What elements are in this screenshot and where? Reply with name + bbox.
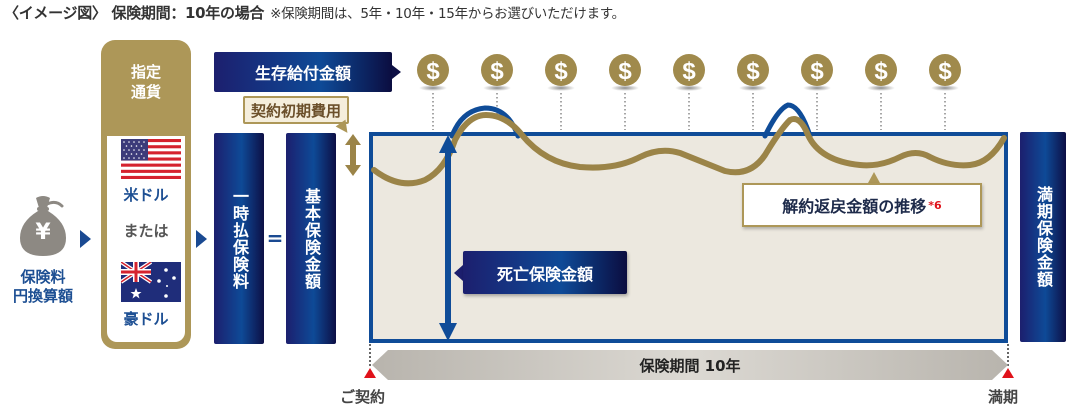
yen-symbol: ¥ bbox=[35, 220, 51, 245]
survival-benefit-label: 生存給付金額 bbox=[254, 64, 351, 83]
contract-start-marker-icon bbox=[364, 368, 376, 378]
lump-sum-premium-column: 一時払保険料 bbox=[214, 133, 264, 344]
maturity-label: 満期 bbox=[988, 388, 1019, 406]
svg-text:$: $ bbox=[810, 58, 824, 85]
death-benefit-box: 死亡保険金額 bbox=[463, 251, 627, 294]
lump-sum-premium-label: 一時払保険料 bbox=[230, 187, 249, 290]
contract-start-label: ご契約 bbox=[340, 388, 386, 406]
svg-text:$: $ bbox=[490, 58, 504, 85]
svg-text:$: $ bbox=[554, 58, 568, 85]
australia-flag-icon bbox=[119, 260, 181, 302]
svg-text:$: $ bbox=[426, 58, 440, 85]
coverage-chart-area bbox=[369, 132, 1008, 343]
banner-pointer-icon bbox=[392, 65, 401, 79]
callout-pointer-icon bbox=[868, 172, 880, 183]
svg-text:$: $ bbox=[618, 58, 632, 85]
svg-text:$: $ bbox=[938, 58, 952, 85]
designated-currency-panel: 指定 通貨 米ドル ま bbox=[101, 40, 191, 349]
diagram-caption: 〈イメージ図〉 保険期間：10年の場合 ※保険期間は、5年・10年・15年からお選… bbox=[4, 2, 625, 23]
coin-row: $ $ $ $ $ $ $ $ $ bbox=[0, 0, 1071, 140]
currency-header-line2: 通貨 bbox=[130, 83, 161, 101]
surrender-value-callout: 解約返戻金額の推移*6 bbox=[742, 183, 982, 227]
currency-panel-header: 指定 通貨 bbox=[101, 62, 191, 102]
survival-benefit-banner: 生存給付金額 bbox=[214, 52, 392, 92]
initial-cost-callout: 契約初期費用 bbox=[243, 96, 349, 124]
equals-sign: = bbox=[266, 226, 284, 250]
premium-label-line1: 保険料 bbox=[20, 268, 66, 286]
insurance-period-label: 保険期間 10年 bbox=[639, 356, 741, 375]
svg-text:$: $ bbox=[874, 58, 888, 85]
death-benefit-callout: 死亡保険金額 bbox=[454, 251, 627, 294]
us-flag-icon bbox=[121, 139, 181, 179]
initial-cost-label: 契約初期費用 bbox=[250, 101, 341, 120]
surrender-value-curve bbox=[360, 95, 1020, 215]
arrow-right-icon bbox=[80, 230, 91, 248]
caption-title: 〈イメージ図〉 保険期間：10年の場合 bbox=[4, 4, 265, 22]
double-arrow-icon bbox=[345, 134, 361, 176]
basic-insured-amount-column: 基本保険金額 bbox=[286, 133, 336, 344]
currency-options: 米ドル または 豪ドル bbox=[107, 136, 185, 342]
death-benefit-arrow-icon bbox=[439, 135, 457, 341]
callout-pointer-icon bbox=[454, 265, 463, 281]
death-benefit-label: 死亡保険金額 bbox=[496, 264, 593, 284]
basic-insured-amount-label: 基本保険金額 bbox=[302, 187, 321, 290]
yen-money-bag-icon: ¥ bbox=[14, 192, 72, 260]
usd-label: 米ドル bbox=[123, 186, 169, 204]
currency-header-line1: 指定 bbox=[130, 63, 161, 81]
maturity-benefit-label: 満期保険金額 bbox=[1034, 186, 1053, 288]
footnote-marker: *6 bbox=[928, 198, 942, 212]
or-label: または bbox=[123, 222, 169, 240]
svg-text:$: $ bbox=[746, 58, 760, 85]
insurance-period-bar: 保険期間 10年 bbox=[372, 350, 1008, 380]
arrow-right-icon bbox=[196, 230, 207, 248]
premium-label-line2: 円換算額 bbox=[12, 287, 73, 305]
start-dotted-line bbox=[369, 344, 371, 366]
svg-text:$: $ bbox=[682, 58, 696, 85]
end-dotted-line bbox=[1007, 344, 1009, 366]
caption-note: ※保険期間は、5年・10年・15年からお選びいただけます。 bbox=[270, 6, 625, 22]
maturity-marker-icon bbox=[1002, 368, 1014, 378]
aud-label: 豪ドル bbox=[123, 310, 169, 328]
maturity-benefit-column: 満期保険金額 bbox=[1020, 132, 1066, 342]
surrender-value-label: 解約返戻金額の推移 bbox=[782, 197, 927, 216]
premium-yen-label: 保険料 円換算額 bbox=[0, 268, 86, 306]
